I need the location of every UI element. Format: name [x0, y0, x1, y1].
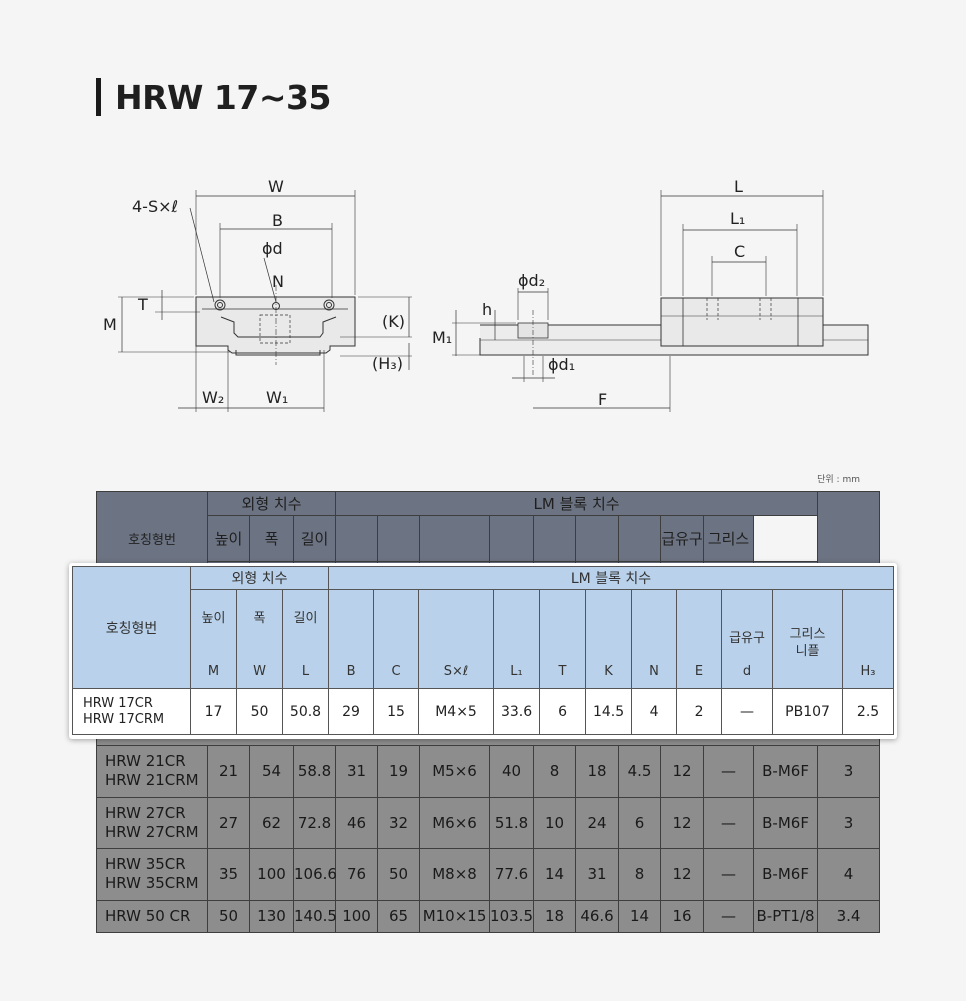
col-S: S×ℓ — [418, 589, 495, 689]
block-side-outline — [660, 297, 824, 347]
label-d1: ϕd₁ — [548, 355, 575, 374]
cell-H3: 2.5 — [842, 688, 895, 735]
cell-C: 15 — [373, 688, 420, 735]
label-B: B — [272, 211, 283, 230]
col-E: E — [676, 589, 723, 689]
bg-group-outer: 외형 치수 — [206, 491, 337, 516]
cell-W: 50 — [236, 688, 283, 735]
label-d2: ϕd₂ — [518, 271, 545, 290]
col-L1: L₁ — [493, 589, 541, 689]
bg-width-label: 폭 — [249, 515, 294, 562]
cell-S: M4×5 — [418, 688, 495, 735]
cell-E: 2 — [676, 688, 723, 735]
highlight-card: 호칭형번 외형 치수 LM 블록 치수 H₃ 높이M 폭W 길이L B C S×… — [69, 563, 897, 739]
label-F: F — [598, 390, 607, 409]
cell-N: 4 — [631, 688, 678, 735]
technical-drawing: W B 4-S×ℓ ϕd N T M (K) (H₃) W₂ W₁ L L₁ C… — [103, 177, 869, 412]
label-C: C — [734, 242, 745, 261]
col-N: N — [631, 589, 678, 689]
cell-M: 17 — [190, 688, 237, 735]
block-front-outline — [195, 296, 356, 354]
cell-nipple: PB107 — [772, 688, 844, 735]
unit-note: 단위 : mm — [817, 475, 860, 485]
title-accent-bar — [96, 78, 101, 116]
cell-L1: 33.6 — [493, 688, 541, 735]
cell-T: 6 — [539, 688, 587, 735]
label-W: W — [268, 177, 284, 196]
page-title-text: HRW 17~35 — [115, 77, 331, 117]
col-C: C — [373, 589, 420, 689]
col-K: K — [585, 589, 633, 689]
group-outer-header: 외형 치수 — [189, 566, 330, 590]
col-nipple: 그리스 니플 — [772, 589, 844, 689]
label-d: ϕd — [262, 239, 283, 258]
bg-group-lm: LM 블록 치수 — [335, 491, 819, 516]
rail-front-outline — [220, 316, 337, 338]
label-M: M — [103, 315, 117, 334]
bg-model-header: 호칭형번 — [128, 533, 176, 548]
cell-L: 50.8 — [281, 688, 330, 735]
spec-table-highlight: 호칭형번 외형 치수 LM 블록 치수 H₃ 높이M 폭W 길이L B C S×… — [72, 566, 895, 735]
page-title: HRW 17~35 — [96, 77, 331, 117]
label-K: (K) — [382, 312, 405, 331]
col-T: T — [539, 589, 587, 689]
col-B: B — [328, 589, 375, 689]
label-N: N — [272, 272, 284, 291]
bg-oil-label: 급유구 — [660, 515, 705, 562]
cell-K: 14.5 — [585, 688, 633, 735]
cell-d: — — [721, 688, 774, 735]
label-h: h — [482, 300, 492, 319]
label-M1: M₁ — [432, 328, 452, 347]
label-T: T — [137, 295, 148, 314]
label-L1: L₁ — [730, 209, 745, 228]
label-L: L — [734, 177, 743, 196]
bg-height-label: 높이 — [207, 515, 250, 562]
bg-grease-label: 그리스 — [703, 515, 755, 562]
col-H3-sub: H₃ — [842, 589, 895, 689]
model-header: 호칭형번 — [72, 566, 191, 689]
label-W2: W₂ — [202, 388, 224, 407]
cell-B: 29 — [328, 688, 375, 735]
label-S: 4-S×ℓ — [132, 197, 178, 216]
label-H3: (H₃) — [372, 354, 403, 373]
label-W1: W₁ — [266, 388, 288, 407]
group-lm-header: LM 블록 치수 — [328, 566, 895, 590]
model-line-1: HRW 17CR — [83, 695, 153, 711]
bg-length-label: 길이 — [292, 515, 337, 562]
model-line-2: HRW 17CRM — [83, 711, 165, 727]
